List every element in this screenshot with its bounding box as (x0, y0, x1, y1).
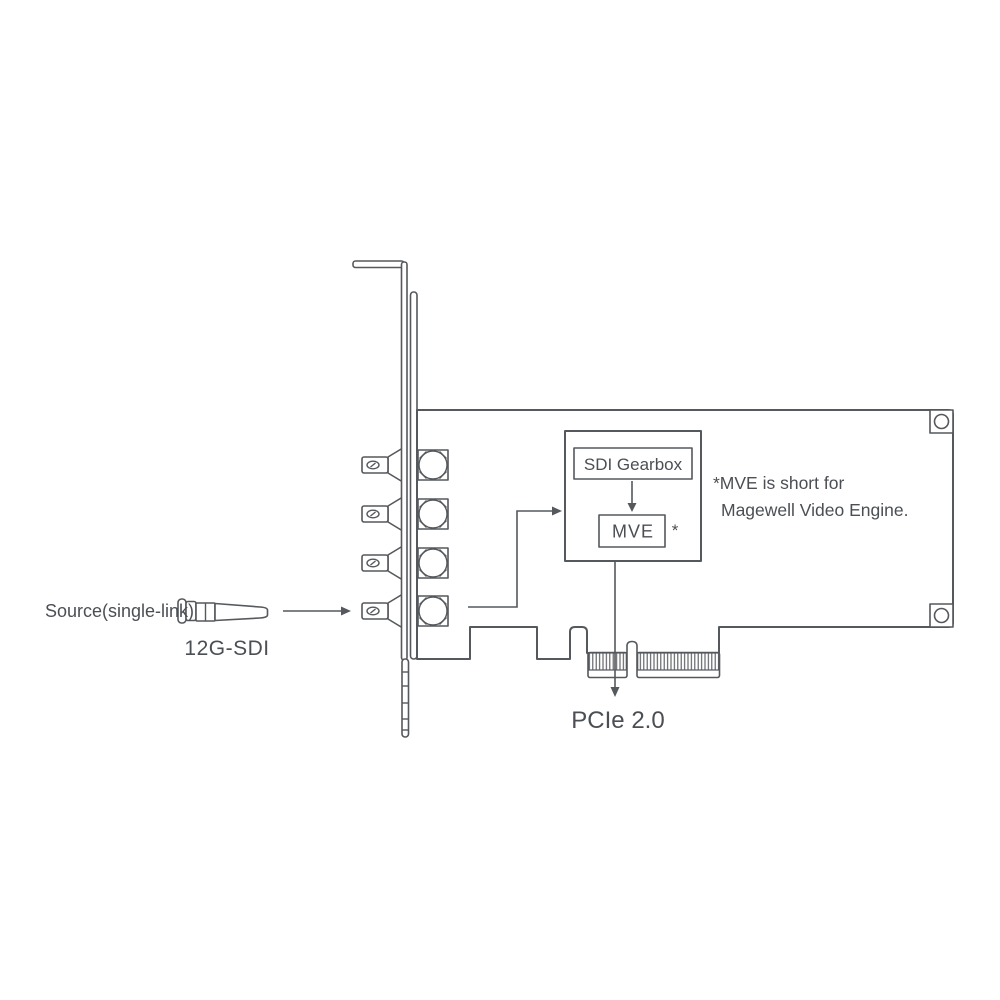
bnc-tip-slot (370, 511, 376, 517)
source-label: Source(single-link) (45, 601, 194, 621)
gold-fingers (637, 652, 720, 671)
arrowhead-icon (552, 506, 562, 516)
mve-label: MVE (612, 522, 654, 542)
source-arrow (283, 606, 351, 616)
arrowhead-icon (341, 606, 351, 616)
footnote-line1: *MVE is short for (713, 473, 844, 493)
processing-block: SDI Gearbox MVE * (564, 430, 702, 562)
bnc-neck (387, 447, 403, 483)
sdi-gearbox-label: SDI Gearbox (584, 455, 683, 474)
gearbox-to-mve-arrow (627, 481, 637, 512)
bnc-tip-slot (370, 462, 376, 468)
footnote-line2: Magewell Video Engine. (721, 500, 908, 520)
mounting-hole-bottom (929, 603, 954, 628)
bnc-neck (387, 545, 403, 581)
mve-to-pcie-arrow (610, 561, 620, 697)
sdi-cable-plug-icon (177, 598, 269, 624)
mve-box (598, 514, 666, 548)
bnc-neck (387, 496, 403, 532)
sdi-standard-label: 12G-SDI (184, 637, 269, 660)
bnc-body-1 (417, 449, 449, 481)
screw-hole-icon (933, 413, 950, 430)
signal-path-arrow (468, 506, 562, 608)
mve-asterisk: * (672, 521, 679, 540)
bnc-body-4 (417, 595, 449, 627)
gold-fingers (588, 652, 627, 671)
bnc-tip (361, 554, 389, 572)
bnc-neck (387, 593, 403, 629)
screw-hole-icon (933, 607, 950, 624)
pcie-label: PCIe 2.0 (571, 707, 664, 734)
bnc-tip-hole-icon (366, 460, 380, 470)
bnc-tip-hole-icon (366, 558, 380, 568)
bnc-tip-hole-icon (366, 606, 380, 616)
arrowhead-icon (610, 687, 620, 697)
bnc-tip (361, 602, 389, 620)
bnc-tip (361, 456, 389, 474)
bracket-top-hook (352, 260, 405, 269)
pci-bracket (352, 260, 418, 738)
bnc-tip (361, 505, 389, 523)
bnc-body-3 (417, 547, 449, 579)
pcie-key-notch (626, 640, 638, 655)
bracket-tab-segments (402, 671, 409, 731)
bracket-bottom-tab (401, 658, 410, 738)
bracket-plate (400, 261, 408, 661)
bnc-connector-bodies (417, 449, 449, 627)
mounting-hole-top (929, 409, 954, 434)
arrowhead-icon (627, 503, 637, 512)
pcie-edge-connector (587, 640, 721, 679)
bnc-body-2 (417, 498, 449, 530)
bnc-tip-hole-icon (366, 509, 380, 519)
bnc-tip-slot (370, 560, 376, 566)
bnc-connector-nozzles (361, 447, 403, 629)
sdi-gearbox-box (573, 447, 693, 480)
bnc-tip-slot (370, 608, 376, 614)
